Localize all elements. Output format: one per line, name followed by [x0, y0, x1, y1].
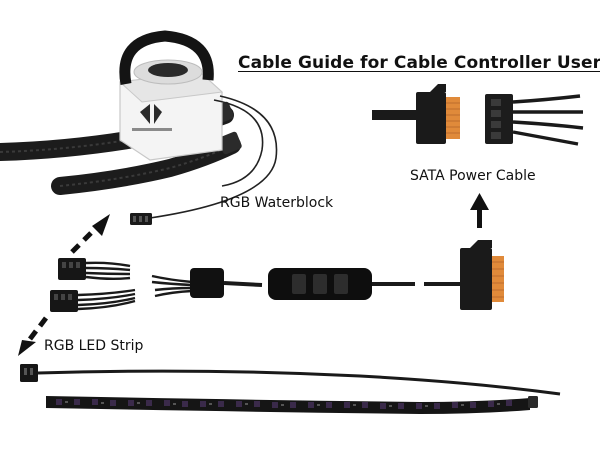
- molex-wires: [512, 94, 584, 146]
- connector-pin: [30, 368, 33, 375]
- cooler-hose-braid-lower: [59, 144, 233, 187]
- molex-connector: [485, 94, 513, 144]
- sata-contacts: [446, 97, 460, 139]
- led-chips: [56, 399, 512, 409]
- arrow-to-led-strip: [18, 316, 48, 356]
- label-rgb-led-strip: RGB LED Strip: [44, 338, 144, 354]
- controller-cable-assembly: [50, 240, 504, 312]
- pump-tube-arch: [119, 30, 214, 85]
- controller-sata-contacts: [492, 256, 504, 302]
- controller-button-2: [313, 274, 327, 294]
- sata-connector-body: [416, 92, 446, 144]
- pump-logo-icon: [132, 104, 172, 131]
- cooler-fitting-lower: [218, 131, 242, 155]
- controller-button-3: [334, 274, 348, 294]
- rgb-led-strip: [20, 364, 561, 414]
- led-resistors: [65, 401, 500, 407]
- hub-to-controller-cable: [223, 281, 263, 287]
- sata-cable-stub: [372, 110, 416, 120]
- plug-pin: [139, 216, 142, 222]
- page-title: Cable Guide for Cable Controller User: [238, 53, 600, 73]
- led-strip-connector: [20, 364, 38, 382]
- connector-pin: [24, 368, 27, 375]
- rgb-connector-upper: [58, 258, 86, 280]
- pump-cap-center: [148, 63, 188, 77]
- arrow-dashes: [28, 316, 48, 341]
- sata-contact-lines: [446, 102, 460, 134]
- plug-pin: [145, 216, 148, 222]
- controller-sata-plug: [460, 248, 492, 310]
- controller-sata-contact-lines: [492, 261, 504, 298]
- label-rgb-waterblock: RGB Waterblock: [220, 195, 334, 211]
- sata-power-cable: [372, 84, 584, 146]
- rgb-waterblock-cooler: [0, 30, 278, 225]
- splitter-hub: [190, 268, 224, 298]
- controller-sata-plug-clip: [470, 240, 492, 248]
- pump-wire-1: [213, 99, 264, 187]
- pump-wire-2: [149, 95, 278, 219]
- label-sata-power-cable: SATA Power Cable: [410, 168, 536, 184]
- led-strip-end-cap: [528, 396, 538, 408]
- sata-connector-clip: [430, 84, 446, 92]
- splitter-wires: [77, 261, 193, 311]
- molex-pins: [491, 99, 501, 139]
- arrow-to-waterblock: [70, 214, 110, 254]
- rgb-connector-lower: [50, 290, 78, 312]
- rgb-connector-pins: [54, 262, 80, 300]
- plug-pin: [133, 216, 136, 222]
- arrow-up-to-sata: [470, 193, 489, 228]
- arrow-dashes: [70, 231, 93, 254]
- led-strip-lead-wire: [37, 369, 561, 396]
- controller-button-1: [292, 274, 306, 294]
